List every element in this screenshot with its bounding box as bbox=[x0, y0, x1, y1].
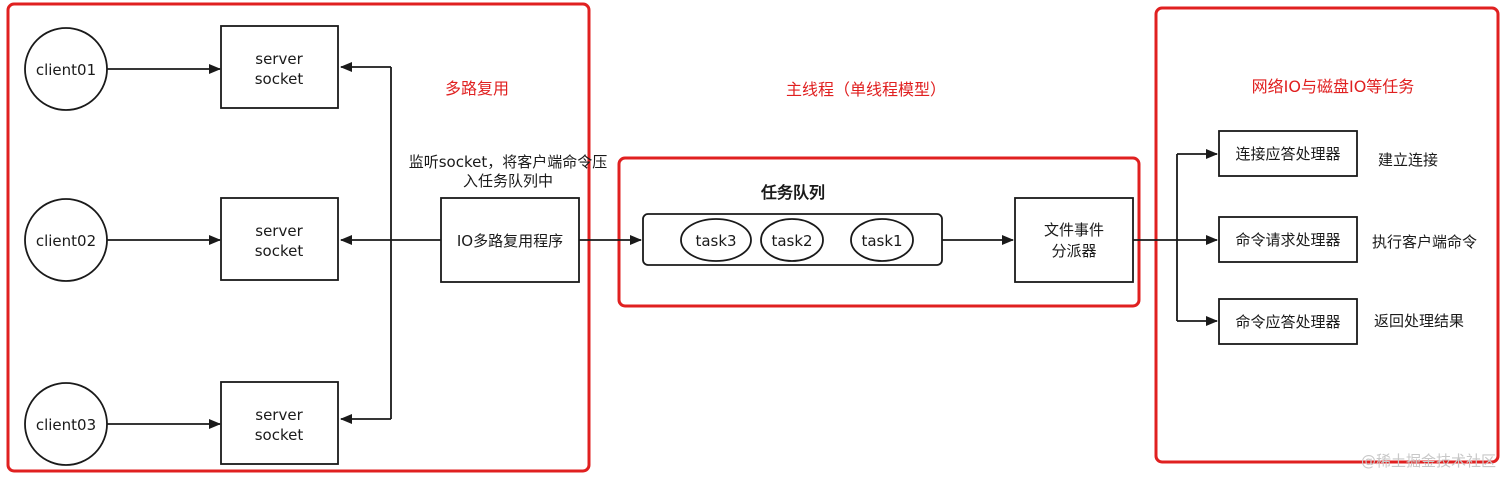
listen-note-line1: 监听socket，将客户端命令压 bbox=[409, 153, 608, 171]
dispatcher-connector bbox=[1133, 149, 1218, 326]
client-node-02: client02 bbox=[24, 198, 108, 282]
io-tasks-region-box bbox=[1154, 6, 1500, 464]
server-socket-line1: server bbox=[255, 406, 303, 424]
task-label: task1 bbox=[861, 232, 902, 250]
task-label: task2 bbox=[771, 232, 812, 250]
handler-box-reply: 命令应答处理器 bbox=[1218, 298, 1358, 345]
server-socket-line2: socket bbox=[255, 242, 304, 260]
server-socket-box-01: server socket bbox=[220, 25, 339, 109]
handler-box-connect: 连接应答处理器 bbox=[1218, 130, 1358, 177]
task-label: task3 bbox=[695, 232, 736, 250]
task-queue-title: 任务队列 bbox=[760, 183, 825, 202]
handler-label: 命令请求处理器 bbox=[1235, 231, 1340, 249]
client-label: client02 bbox=[36, 232, 96, 250]
client-label: client01 bbox=[36, 61, 96, 79]
client-label: client03 bbox=[36, 416, 96, 434]
server-socket-line2: socket bbox=[255, 70, 304, 88]
io-multiplex-program-box: IO多路复用程序 bbox=[440, 197, 580, 283]
server-socket-line2: socket bbox=[255, 426, 304, 444]
server-socket-line1: server bbox=[255, 222, 303, 240]
multiplex-title: 多路复用 bbox=[445, 79, 509, 98]
io-program-label: IO多路复用程序 bbox=[457, 232, 563, 250]
task-item: task3 bbox=[680, 218, 752, 262]
io-tasks-title: 网络IO与磁盘IO等任务 bbox=[1252, 77, 1415, 96]
main-thread-region-box bbox=[617, 156, 1141, 308]
handler-label: 命令应答处理器 bbox=[1235, 313, 1340, 331]
main-thread-title: 主线程（单线程模型） bbox=[786, 80, 946, 99]
dispatcher-line1: 文件事件 bbox=[1044, 221, 1104, 239]
task-queue-box: task3 task2 task1 bbox=[642, 213, 943, 266]
handler-box-request: 命令请求处理器 bbox=[1218, 216, 1358, 263]
server-socket-box-02: server socket bbox=[220, 197, 339, 281]
multiplex-region-box bbox=[6, 2, 591, 473]
handler-desc: 建立连接 bbox=[1378, 151, 1438, 169]
task-item: task2 bbox=[760, 218, 824, 262]
server-socket-box-03: server socket bbox=[220, 381, 339, 465]
server-socket-line1: server bbox=[255, 50, 303, 68]
listen-note-line2: 入任务队列中 bbox=[463, 172, 553, 190]
task-item: task1 bbox=[850, 218, 914, 262]
handler-desc: 执行客户端命令 bbox=[1372, 233, 1477, 251]
multiplexer-connector bbox=[340, 62, 441, 424]
handler-label: 连接应答处理器 bbox=[1235, 145, 1340, 163]
file-event-dispatcher-box: 文件事件 分派器 bbox=[1014, 197, 1134, 283]
handler-desc: 返回处理结果 bbox=[1374, 312, 1464, 330]
client-node-03: client03 bbox=[24, 382, 108, 466]
dispatcher-line2: 分派器 bbox=[1051, 242, 1096, 260]
watermark: @稀土掘金技术社区 bbox=[1361, 452, 1496, 470]
client-node-01: client01 bbox=[24, 27, 108, 111]
